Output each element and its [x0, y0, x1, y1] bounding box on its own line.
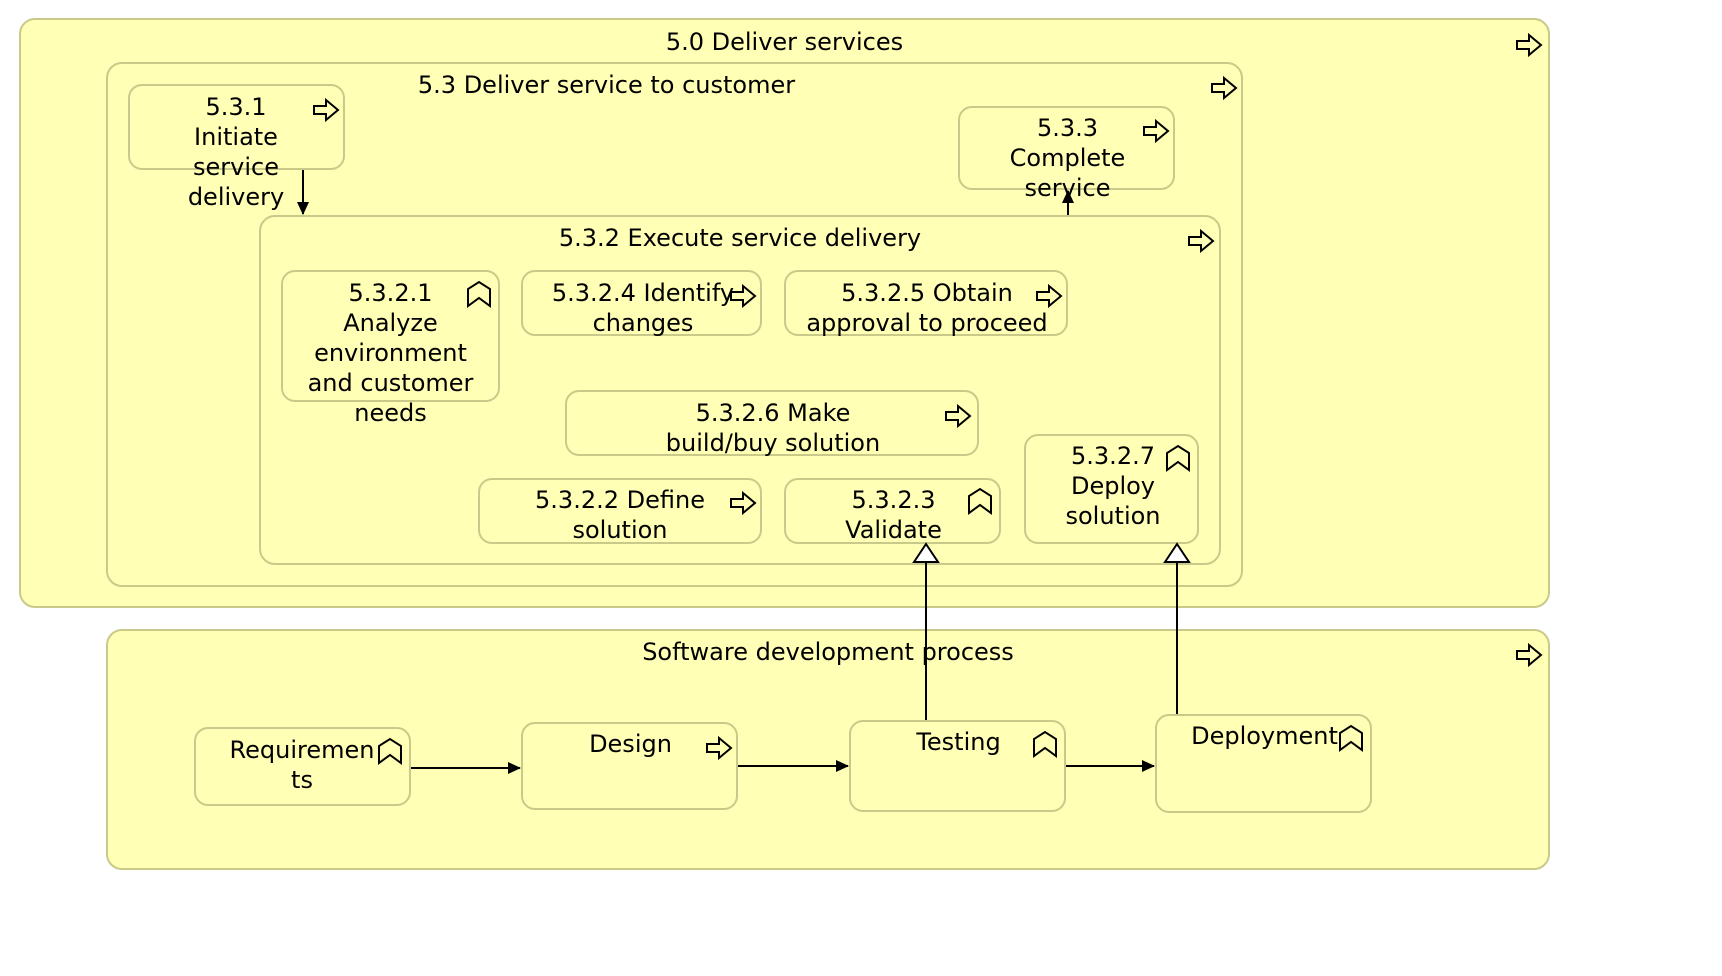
deploy-solution-box[interactable]: 5.3.2.7 Deploy solution — [1024, 434, 1199, 544]
deployment-label: Deployment — [1191, 722, 1338, 750]
deployment-box[interactable]: Deployment — [1155, 714, 1372, 813]
identify-changes-label: 5.3.2.4 Identify changes — [551, 279, 735, 337]
execute-service-delivery-title: 5.3.2 Execute service delivery — [558, 224, 922, 252]
validate-label: 5.3.2.3 Validate — [845, 486, 942, 544]
process-arrow-icon — [1516, 32, 1543, 58]
identify-changes-box[interactable]: 5.3.2.4 Identify changes — [521, 270, 762, 337]
process-arrow-icon — [730, 283, 757, 309]
process-arrow-icon — [1516, 642, 1543, 668]
analyze-environment-box[interactable]: 5.3.2.1 Analyze environment and customer… — [281, 270, 500, 427]
design-label: Design — [589, 730, 672, 758]
function-chevron-icon — [1166, 444, 1190, 472]
deliver-service-to-customer-title: 5.3 Deliver service to customer — [417, 71, 796, 99]
process-arrow-icon — [730, 490, 757, 516]
process-arrow-icon — [313, 97, 340, 123]
function-chevron-icon — [968, 487, 992, 515]
function-chevron-icon — [1033, 730, 1057, 758]
define-solution-label: 5.3.2.2 Define solution — [535, 486, 705, 544]
analyze-environment-label: 5.3.2.1 Analyze environment and customer… — [307, 279, 474, 427]
testing-box[interactable]: Testing — [849, 720, 1066, 812]
process-arrow-icon — [1211, 75, 1238, 101]
obtain-approval-label: 5.3.2.5 Obtain approval to proceed — [806, 279, 1048, 337]
function-chevron-icon — [1339, 724, 1363, 752]
initiate-service-delivery-label: 5.3.1 Initiate service delivery — [187, 93, 285, 211]
complete-service-box[interactable]: 5.3.3 Complete service — [958, 106, 1175, 202]
make-build-buy-box[interactable]: 5.3.2.6 Make build/buy solution — [565, 390, 979, 457]
make-build-buy-label: 5.3.2.6 Make build/buy solution — [665, 399, 881, 457]
obtain-approval-box[interactable]: 5.3.2.5 Obtain approval to proceed — [784, 270, 1068, 337]
deliver-services-title: 5.0 Deliver services — [665, 28, 904, 56]
complete-service-label: 5.3.3 Complete service — [1009, 114, 1126, 202]
requirements-box[interactable]: Requirements — [194, 727, 411, 806]
process-arrow-icon — [1143, 118, 1170, 144]
define-solution-box[interactable]: 5.3.2.2 Define solution — [478, 478, 762, 544]
testing-label: Testing — [916, 728, 1001, 756]
process-arrow-icon — [1036, 283, 1063, 309]
requirements-label: Requirements — [229, 736, 375, 794]
initiate-service-delivery-box[interactable]: 5.3.1 Initiate service delivery — [128, 84, 345, 211]
function-chevron-icon — [378, 737, 402, 765]
design-box[interactable]: Design — [521, 722, 738, 810]
process-arrow-icon — [1188, 228, 1215, 254]
function-chevron-icon — [467, 280, 491, 308]
process-arrow-icon — [945, 403, 972, 429]
validate-box[interactable]: 5.3.2.3 Validate — [784, 478, 1001, 544]
deploy-solution-label: 5.3.2.7 Deploy solution — [1065, 442, 1161, 530]
software-development-process-title: Software development process — [642, 638, 1014, 666]
process-arrow-icon — [706, 735, 733, 761]
